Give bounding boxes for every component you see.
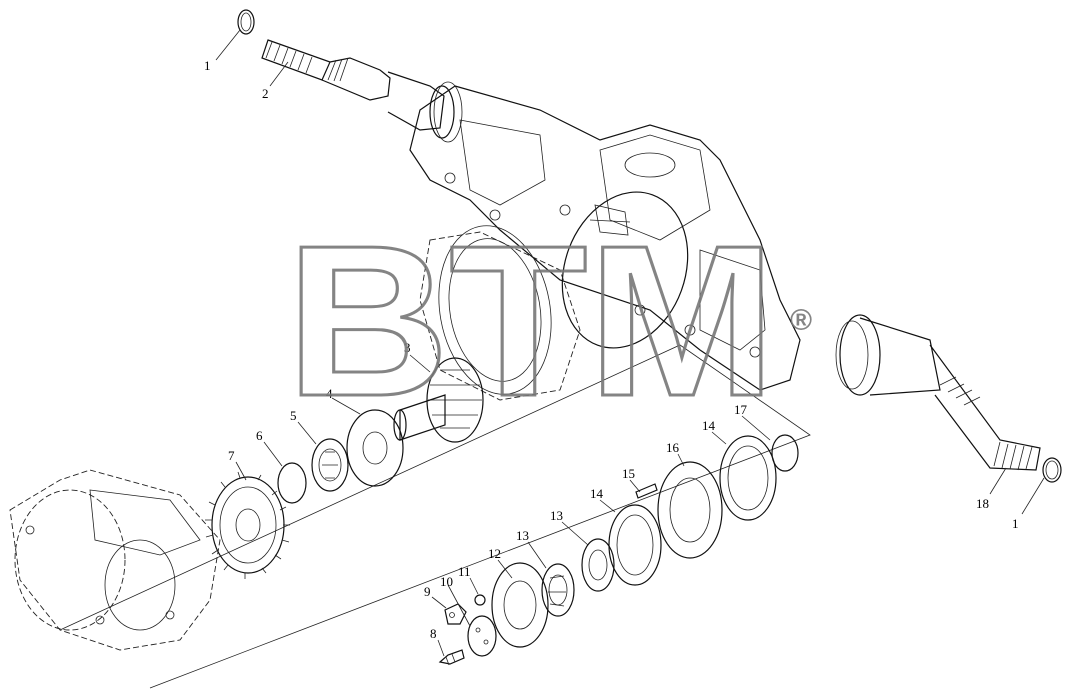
watermark-logo: BTM ® [285,199,813,443]
callout-9: 9 [424,584,431,599]
seal-ring-17 [771,434,799,472]
seal-ring-left [237,9,255,35]
lock-plate [444,603,467,625]
callout-17: 17 [734,402,748,417]
callout-3: 3 [404,340,411,355]
callout-10: 10 [440,574,453,589]
shim-washer [346,409,404,487]
gasket-front [608,504,662,586]
assembly-frame [59,344,811,689]
bolt [438,649,465,666]
bearing-housing [657,461,723,559]
final-drive-cover [419,225,581,401]
callout-13-a: 13 [516,528,529,543]
callout-13-b: 13 [550,508,563,523]
callout-7: 7 [228,448,235,463]
bearing-5 [311,438,349,492]
callout-15: 15 [622,466,635,481]
snap-ring [277,462,307,504]
reduction-housing [9,469,221,651]
nut [474,594,486,606]
callout-18: 18 [976,496,989,511]
callout-14-b: 14 [702,418,716,433]
bearing-cover [491,562,549,648]
seal-ring-right [1042,457,1062,483]
spur-gear [205,471,290,579]
callout-2: 2 [262,86,269,101]
gasket-rear [719,435,777,521]
callout-1-left: 1 [204,58,211,73]
registered-mark: ® [790,304,812,337]
callout-16: 16 [666,440,680,455]
callout-8: 8 [430,626,437,641]
left-axle-shaft [261,39,463,143]
callout-1-right: 1 [1012,516,1019,531]
bearing-13b [581,538,615,592]
callout-5: 5 [290,408,297,423]
axle-housing [409,85,801,391]
callout-6: 6 [256,428,263,443]
callout-14-a: 14 [590,486,604,501]
right-axle-shaft [835,314,1041,471]
callout-12: 12 [488,546,501,561]
stud [635,483,658,499]
retainer-plate [467,615,497,657]
callout-4: 4 [326,386,333,401]
callout-11: 11 [458,564,471,579]
leader-lines [215,29,1045,657]
watermark-text: BTM [286,200,776,441]
callout-labels: 1 2 3 4 5 6 7 8 9 10 11 12 13 13 14 14 1… [204,58,1019,641]
bearing-13a [541,563,575,617]
